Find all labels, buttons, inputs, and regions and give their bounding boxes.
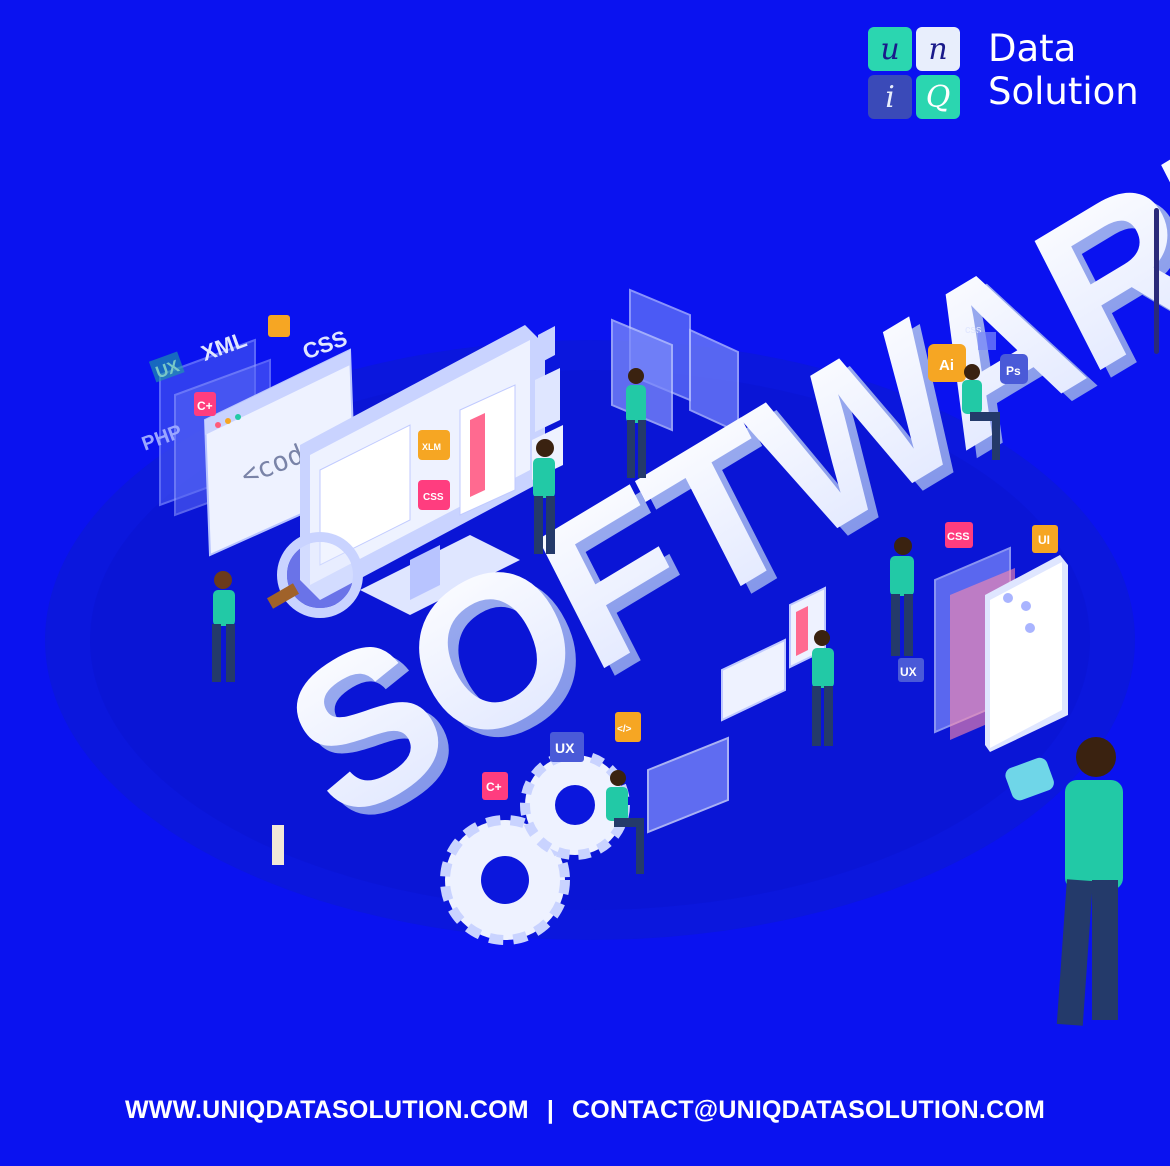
cplus-tag-bottom bbox=[482, 772, 508, 800]
logo-tile-q: Q bbox=[916, 75, 960, 119]
svg-text:UI: UI bbox=[1038, 533, 1050, 547]
svg-text:CSS: CSS bbox=[947, 531, 970, 543]
tag-ux-bottom bbox=[550, 732, 584, 762]
scrollbar[interactable] bbox=[1154, 208, 1159, 354]
code-icon-tag-bottom bbox=[615, 712, 641, 742]
svg-text:UX: UX bbox=[555, 740, 575, 756]
brand-name-line1: Data bbox=[988, 27, 1077, 70]
tag-ux-right bbox=[898, 658, 924, 682]
gear-icon-small bbox=[520, 750, 630, 860]
logo-tile-u: u bbox=[868, 27, 912, 71]
svg-text:C+: C+ bbox=[197, 399, 213, 413]
footer-separator: | bbox=[546, 1096, 555, 1124]
svg-text:C+: C+ bbox=[486, 780, 502, 794]
logo-tile-i: i bbox=[868, 75, 912, 119]
phone bbox=[934, 546, 1068, 752]
svg-text:UX: UX bbox=[900, 665, 917, 679]
brand-name-line2: Solution bbox=[988, 70, 1139, 113]
svg-text:</>: </> bbox=[617, 724, 632, 735]
cplus-tag-left bbox=[194, 392, 216, 416]
tag-ui bbox=[1032, 525, 1058, 553]
tag-css-right bbox=[945, 522, 973, 548]
svg-text:Ps: Ps bbox=[1006, 364, 1021, 378]
magnifier bbox=[267, 532, 363, 618]
brand-name: Data Solution bbox=[988, 27, 1139, 113]
gear-icon-large bbox=[440, 815, 570, 945]
wireframe-panel-bottom bbox=[647, 736, 729, 834]
brand-logo: u n i Q Data Solution bbox=[866, 25, 1156, 125]
logo-tile-n: n bbox=[916, 27, 960, 71]
browser-panels bbox=[721, 586, 826, 722]
svg-text:CSS: CSS bbox=[423, 492, 444, 503]
css-small: css bbox=[965, 324, 982, 336]
svg-text:XLM: XLM bbox=[422, 442, 441, 452]
monitor: XLM CSS bbox=[300, 325, 545, 615]
code-icon-tag bbox=[268, 315, 290, 337]
website-link[interactable]: WWW.UNIQDATASOLUTION.COM bbox=[125, 1096, 529, 1124]
footer: WWW.UNIQDATASOLUTION.COM | CONTACT@UNIQDAT… bbox=[0, 1096, 1170, 1125]
email-link[interactable]: CONTACT@UNIQDATASOLUTION.COM bbox=[572, 1096, 1045, 1124]
person-figure bbox=[212, 364, 1123, 1026]
svg-text:Ai: Ai bbox=[939, 357, 954, 374]
ai-icon bbox=[928, 344, 966, 382]
ps-icon bbox=[1000, 354, 1028, 384]
